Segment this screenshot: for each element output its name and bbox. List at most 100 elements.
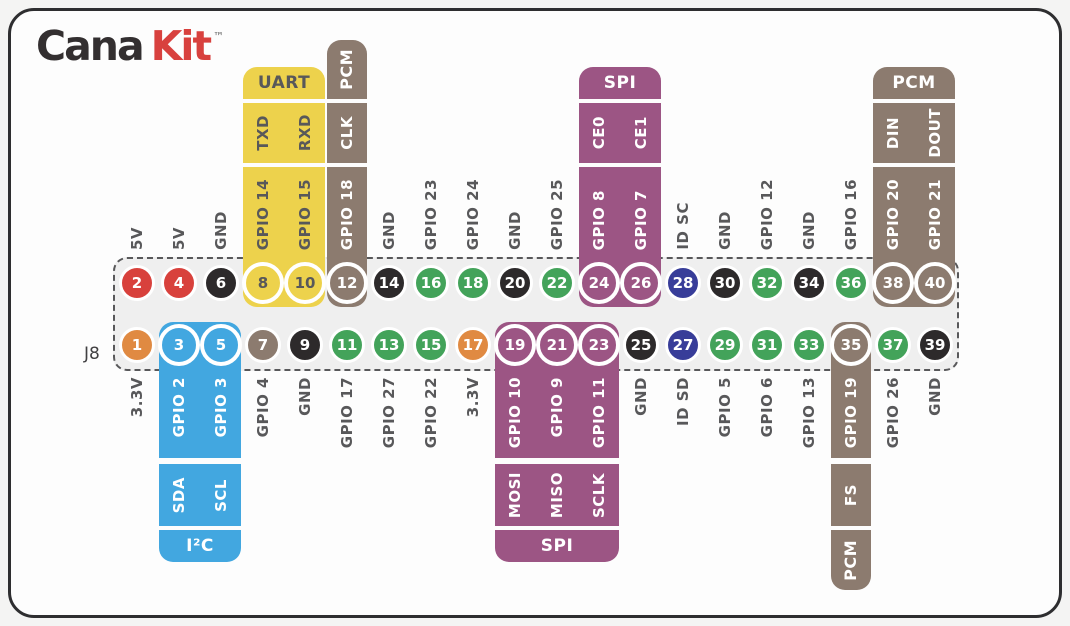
pin-32: 32 — [749, 265, 785, 301]
pin-26-label: GPIO 7 — [629, 60, 653, 250]
pin-31: 31 — [749, 327, 785, 363]
pin-28-label-text: ID SC — [674, 202, 692, 250]
pin-3-label: GPIO 2 — [167, 377, 191, 500]
pin-24-label: GPIO 8 — [587, 60, 611, 250]
pin-30-label-text: GND — [716, 211, 734, 250]
pin-40-label: GPIO 21 — [923, 60, 947, 250]
pin-15-label: GPIO 22 — [419, 377, 443, 500]
pin-32-label-text: GPIO 12 — [758, 178, 776, 250]
pin-8-label: GPIO 14 — [251, 60, 275, 250]
pin-5: 5 — [200, 324, 242, 366]
pin-11-label-text: GPIO 17 — [338, 377, 356, 449]
pin-8: 8 — [242, 262, 284, 304]
pin-34-label-text: GND — [800, 211, 818, 250]
pcm-bottom-signal-segment — [831, 464, 871, 526]
pin-3-label-text: GPIO 2 — [170, 377, 188, 438]
pin-33: 33 — [791, 327, 827, 363]
pin-17-label-text: 3.3V — [464, 377, 482, 418]
pin-6: 6 — [203, 265, 239, 301]
pin-1-label-text: 3.3V — [128, 377, 146, 418]
pin-2-label-text: 5V — [128, 226, 146, 250]
pin-26: 26 — [620, 262, 662, 304]
pin-21-label: GPIO 9 — [545, 377, 569, 500]
pin-27-label-text: ID SD — [674, 377, 692, 427]
pin-35-label-text: GPIO 19 — [842, 377, 860, 449]
pin-10-label-text: GPIO 15 — [296, 178, 314, 250]
pin-18: 18 — [455, 265, 491, 301]
pin-35-label: GPIO 19 — [839, 377, 863, 500]
pin-20-label-text: GND — [506, 211, 524, 250]
pin-38-label: GPIO 20 — [881, 60, 905, 250]
pin-16: 16 — [413, 265, 449, 301]
pin-11-label: GPIO 17 — [335, 377, 359, 500]
pin-39-label-text: GND — [926, 377, 944, 416]
pin-19-label: GPIO 10 — [503, 377, 527, 500]
pcm-right-signal-segment — [873, 103, 955, 163]
pin-15-label-text: GPIO 22 — [422, 377, 440, 449]
pin-10: 10 — [284, 262, 326, 304]
pin-14-label-text: GND — [380, 211, 398, 250]
pcm-right-header-label: PCM — [873, 67, 955, 99]
pin-26-label-text: GPIO 7 — [632, 189, 650, 250]
pin-29: 29 — [707, 327, 743, 363]
pin-38-label-text: GPIO 20 — [884, 178, 902, 250]
pin-20-label: GND — [503, 60, 527, 250]
pin-14: 14 — [371, 265, 407, 301]
pin-37: 37 — [875, 327, 911, 363]
pin-36: 36 — [833, 265, 869, 301]
pin-36-label: GPIO 16 — [839, 60, 863, 250]
pin-23-label: GPIO 11 — [587, 377, 611, 500]
pin-17: 17 — [455, 327, 491, 363]
pin-37-label-text: GPIO 26 — [884, 377, 902, 449]
pin-19-label-text: GPIO 10 — [506, 377, 524, 449]
pin-6-label: GND — [209, 60, 233, 250]
pin-23-label-text: GPIO 11 — [590, 377, 608, 449]
pin-13-label-text: GPIO 27 — [380, 377, 398, 449]
pin-34: 34 — [791, 265, 827, 301]
pcm-bottom-footer-label: PCM — [839, 530, 863, 590]
pin-19: 19 — [494, 324, 536, 366]
pin-17-label: 3.3V — [461, 377, 485, 500]
pin-12: 12 — [326, 262, 368, 304]
pin-10-label: GPIO 15 — [293, 60, 317, 250]
pin-30: 30 — [707, 265, 743, 301]
pin-40-label-text: GPIO 21 — [926, 178, 944, 250]
pin-34-label: GND — [797, 60, 821, 250]
pin-33-label: GPIO 13 — [797, 377, 821, 500]
pin-24-label-text: GPIO 8 — [590, 189, 608, 250]
pin-11: 11 — [329, 327, 365, 363]
pin-22-label: GPIO 25 — [545, 60, 569, 250]
pin-9-label: GND — [293, 377, 317, 500]
logo-text-cana: Cana — [36, 22, 145, 70]
pin-12-label-text: GPIO 18 — [338, 178, 356, 250]
i2c-signal-segment — [159, 464, 241, 526]
pin-13-label: GPIO 27 — [377, 377, 401, 500]
pin-5-label-text: GPIO 3 — [212, 377, 230, 438]
spi-top-header-label: SPI — [579, 67, 661, 99]
pin-20: 20 — [497, 265, 533, 301]
pcm-bottom-footer-label-text: PCM — [841, 539, 860, 581]
pin-25-label-text: GND — [632, 377, 650, 416]
pin-13: 13 — [371, 327, 407, 363]
pin-9-label-text: GND — [296, 377, 314, 416]
pin-21: 21 — [536, 324, 578, 366]
pin-12-label: GPIO 18 — [335, 60, 359, 250]
pin-31-label: GPIO 6 — [755, 377, 779, 500]
pin-38: 38 — [872, 262, 914, 304]
pin-4: 4 — [161, 265, 197, 301]
pcm-left-signal-segment — [327, 103, 367, 163]
pin-28-label: ID SC — [671, 60, 695, 250]
pin-39-label: GND — [923, 377, 947, 500]
pin-4-label: 5V — [167, 60, 191, 250]
pin-6-label-text: GND — [212, 211, 230, 250]
spi-bottom-signal-segment — [495, 464, 619, 526]
pin-39: 39 — [917, 327, 953, 363]
pin-8-label-text: GPIO 14 — [254, 178, 272, 250]
pin-28: 28 — [665, 265, 701, 301]
pin-24: 24 — [578, 262, 620, 304]
pin-23: 23 — [578, 324, 620, 366]
pin-4-label-text: 5V — [170, 226, 188, 250]
pin-2: 2 — [119, 265, 155, 301]
pcm-left-header-segment — [327, 40, 367, 99]
